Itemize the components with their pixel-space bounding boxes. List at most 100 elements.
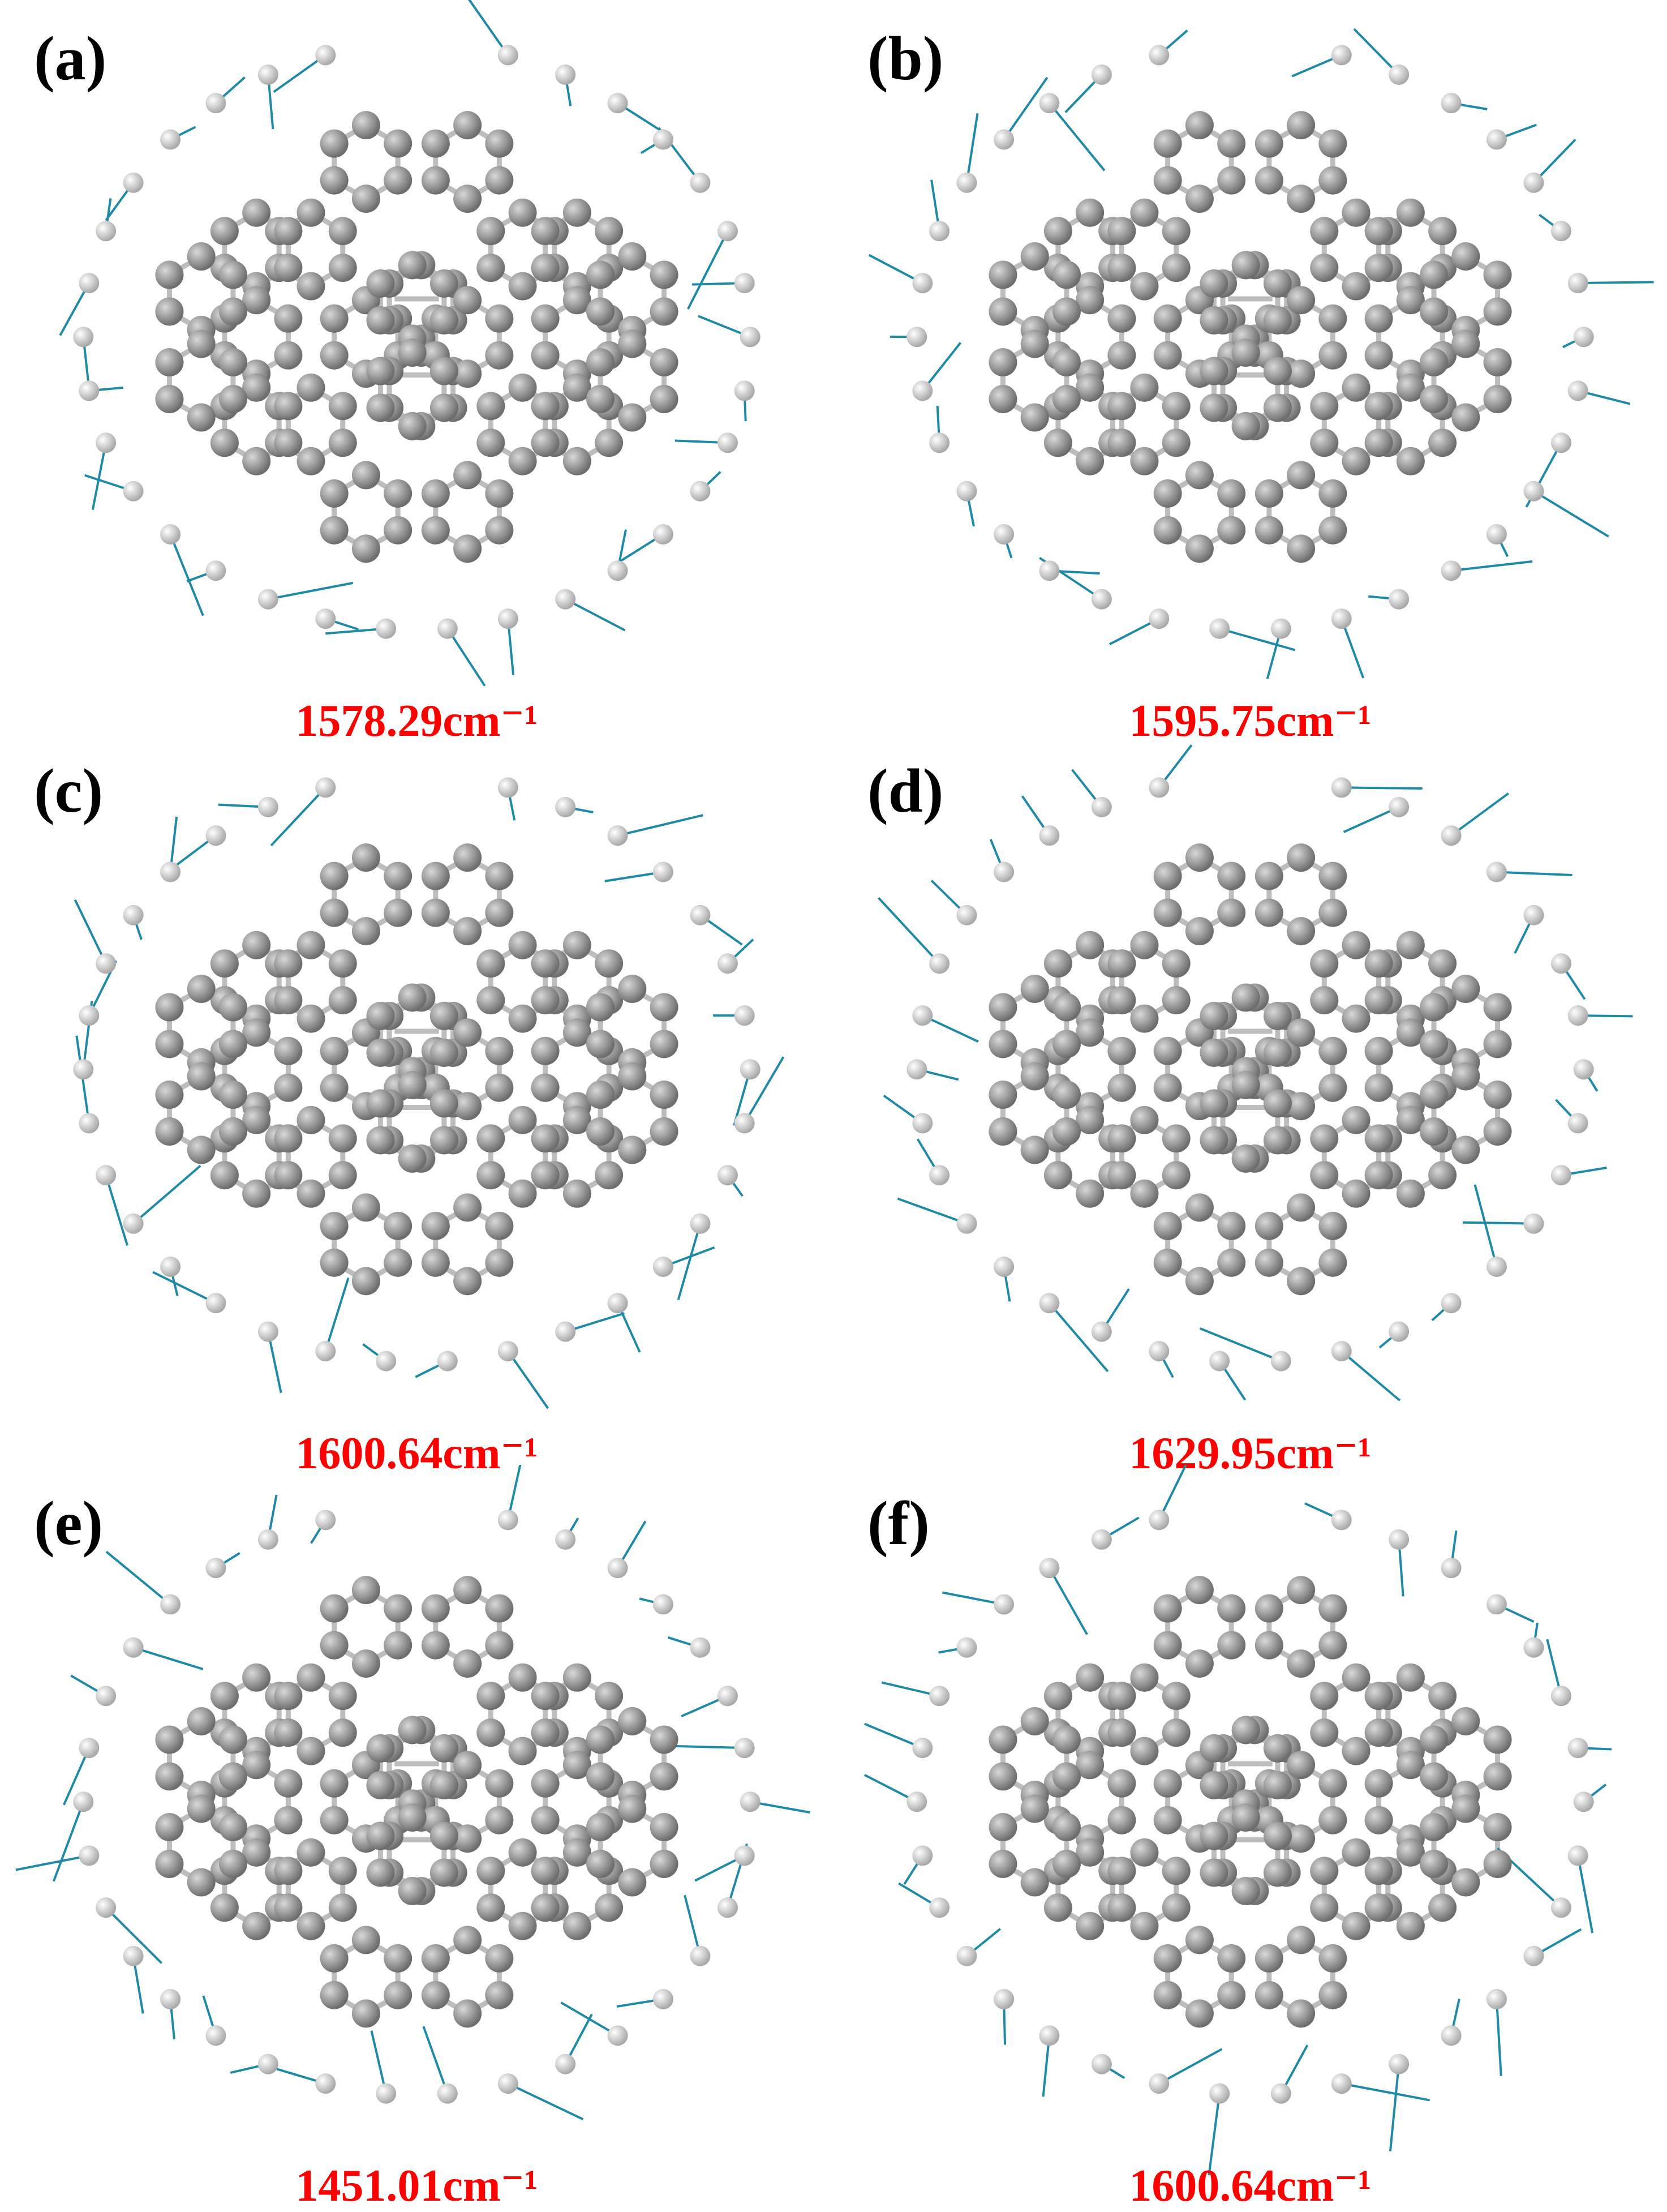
carbon-atom	[1052, 1762, 1081, 1790]
carbon-atom	[329, 254, 357, 282]
carbon-atom	[509, 1005, 537, 1033]
carbon-atom	[1162, 986, 1191, 1014]
carbon-atom	[297, 374, 325, 402]
carbon-atom	[352, 1193, 380, 1221]
carbon-atom	[531, 217, 560, 245]
displacement-vector	[1497, 872, 1573, 876]
displacement-vector	[1497, 1999, 1501, 2076]
carbon-atom	[1287, 461, 1315, 489]
hydrogen-atom	[498, 1510, 518, 1530]
hydrogen-atom	[1209, 1351, 1230, 1371]
carbon-atom	[650, 1813, 678, 1841]
carbon-atom	[1217, 130, 1245, 158]
hydrogen-atom	[258, 2054, 278, 2074]
carbon-atom	[586, 1762, 615, 1790]
hydrogen-atom	[1523, 1214, 1544, 1234]
hydrogen-atom	[653, 1594, 673, 1615]
carbon-atom	[155, 1030, 183, 1058]
hydrogen-atom	[123, 1637, 144, 1658]
carbon-atom	[352, 1926, 380, 1954]
carbon-atom	[476, 254, 505, 282]
carbon-atom	[1310, 949, 1338, 978]
carbon-atom	[485, 1806, 513, 1834]
hydrogen-atom	[608, 1558, 628, 1578]
carbon-atom	[1107, 428, 1136, 457]
hydrogen-atom	[555, 1529, 575, 1550]
molecule-e	[0, 1465, 834, 2197]
carbon-atom	[531, 986, 560, 1014]
carbon-atom	[384, 899, 412, 927]
carbon-atom	[210, 1161, 239, 1189]
carbon-atom	[453, 534, 482, 563]
carbon-atom	[650, 1030, 678, 1058]
carbon-atom	[595, 1893, 623, 1922]
carbon-atom	[352, 1999, 380, 2027]
carbon-atom	[531, 341, 560, 370]
carbon-atom	[1052, 1030, 1081, 1058]
carbon-atom	[1052, 1813, 1081, 1841]
carbon-atom	[1342, 931, 1370, 959]
carbon-atom	[1264, 1002, 1292, 1030]
displacement-vector	[618, 815, 703, 835]
carbon-atom	[320, 305, 349, 333]
carbon-atom	[1255, 1249, 1283, 1277]
carbon-atom	[210, 217, 239, 245]
hydrogen-atom	[79, 1005, 99, 1026]
carbon-atom	[1200, 1089, 1228, 1117]
hydrogen-atom	[994, 862, 1014, 882]
carbon-atom	[1365, 986, 1393, 1014]
carbon-atom	[155, 1850, 183, 1878]
carbon-atom	[476, 1718, 505, 1747]
carbon-atom	[155, 1813, 183, 1841]
carbon-atom	[485, 166, 513, 195]
hydrogen-atom	[957, 173, 977, 193]
hydrogen-atom	[1149, 45, 1169, 65]
carbon-atom	[485, 130, 513, 158]
carbon-atom	[476, 217, 505, 245]
carbon-atom	[1484, 993, 1512, 1021]
hydrogen-atom	[1486, 862, 1507, 882]
hydrogen-atom	[1551, 432, 1571, 453]
carbon-atom	[1365, 949, 1393, 978]
carbon-atom	[352, 1576, 380, 1604]
carbon-atom	[509, 447, 537, 475]
carbon-atom	[1318, 1249, 1347, 1277]
displacement-vector	[1390, 2064, 1399, 2151]
hydrogen-atom	[1092, 2054, 1112, 2074]
hydrogen-atom	[555, 589, 575, 610]
carbon-atom	[1232, 338, 1260, 367]
carbon-atom	[650, 260, 678, 289]
hydrogen-atom	[957, 1946, 977, 1966]
carbon-atom	[476, 392, 505, 420]
carbon-atom	[618, 1707, 646, 1735]
carbon-atom	[1342, 1180, 1370, 1208]
carbon-atom	[1287, 917, 1315, 945]
carbon-atom	[1420, 260, 1448, 289]
hydrogen-atom	[1331, 1341, 1352, 1361]
hydrogen-atom	[1331, 777, 1352, 798]
hydrogen-atom	[315, 608, 336, 629]
hydrogen-atom	[734, 1005, 755, 1026]
carbon-atom	[650, 385, 678, 413]
carbon-atom	[1318, 516, 1347, 545]
carbon-atom	[274, 1682, 302, 1710]
hydrogen-atom	[1331, 2073, 1352, 2094]
carbon-atom	[1185, 461, 1214, 489]
carbon-atom	[1484, 297, 1512, 325]
carbon-atom	[1255, 1212, 1283, 1240]
carbon-atom	[366, 357, 394, 385]
carbon-atom	[1200, 306, 1228, 335]
carbon-atom	[586, 1725, 615, 1754]
carbon-atom	[989, 385, 1017, 413]
carbon-atom	[1287, 286, 1315, 314]
carbon-atom	[155, 260, 183, 289]
hydrogen-atom	[912, 380, 933, 401]
displacement-vector	[106, 1551, 170, 1604]
carbon-atom	[618, 1868, 646, 1896]
carbon-atom	[1318, 1631, 1347, 1660]
carbon-atom	[1162, 217, 1191, 245]
carbon-atom	[187, 975, 216, 1003]
carbon-atom	[1318, 479, 1347, 508]
carbon-atom	[1130, 931, 1158, 959]
carbon-atom	[1162, 254, 1191, 282]
